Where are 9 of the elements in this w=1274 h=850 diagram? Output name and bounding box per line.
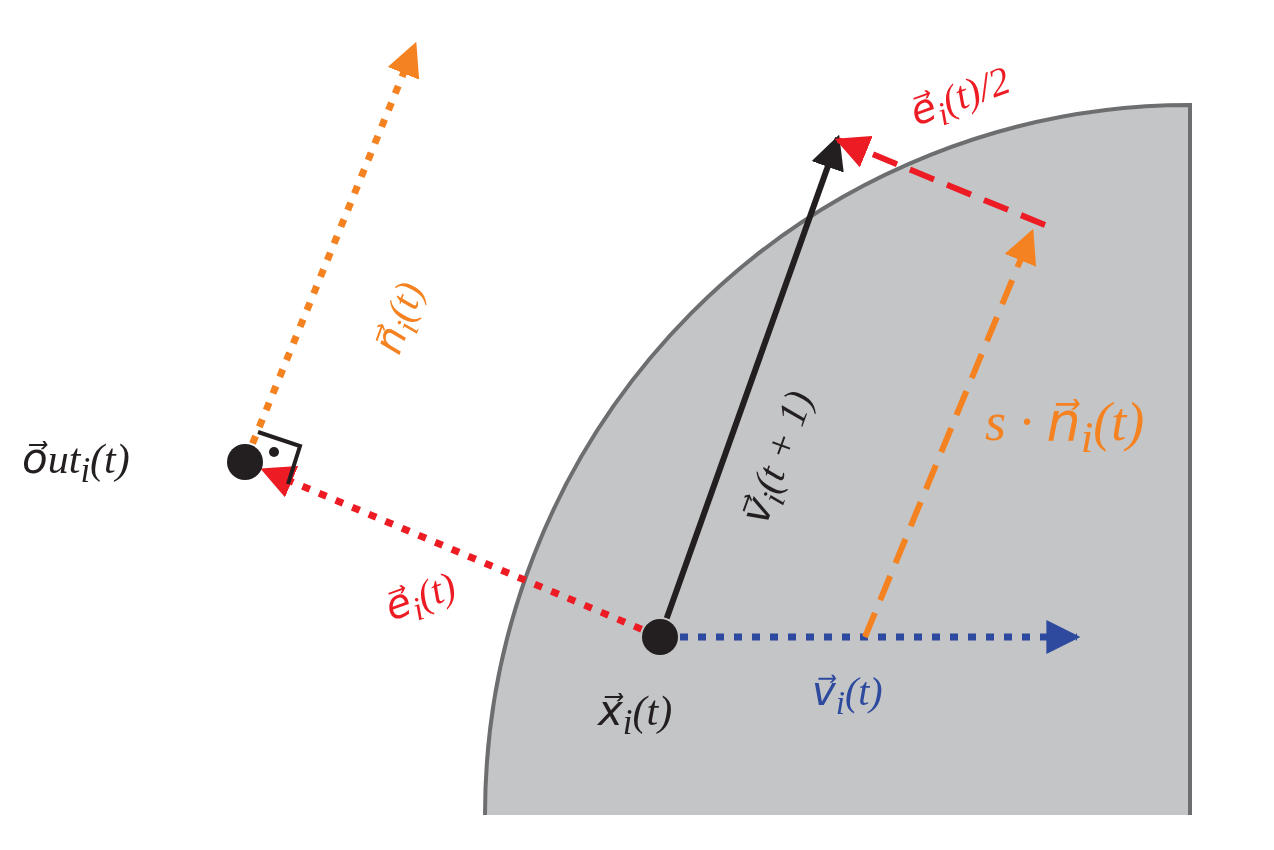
vector-label: s · n⃗$_{i}$(t)	[985, 395, 1145, 460]
point-marker	[227, 444, 263, 480]
dotted-arrow	[249, 41, 420, 445]
edge-label: v⃗$_{i}$(t)	[812, 672, 883, 720]
dotted-arrow	[260, 466, 643, 633]
point-label: o⃗ut$_{i}$(t)	[22, 438, 130, 489]
dotted-arrow	[680, 620, 1081, 654]
arrow	[663, 134, 844, 620]
point-label: x⃗$_{i}$(t)	[598, 690, 673, 741]
